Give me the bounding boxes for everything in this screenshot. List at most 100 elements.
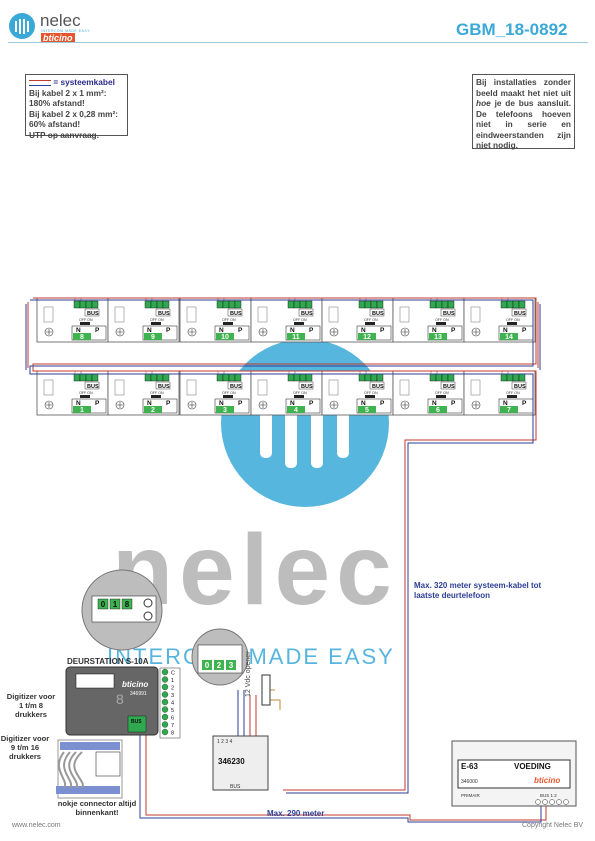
digitizer-boards bbox=[56, 739, 123, 799]
terminal-screw bbox=[150, 300, 158, 309]
bus-note: Bij installaties zonder beeld maakt het … bbox=[472, 74, 575, 150]
number-cell bbox=[216, 406, 234, 413]
p-label: P bbox=[309, 327, 314, 334]
door-terminal-label: 7 bbox=[171, 723, 174, 729]
terminal-screw bbox=[162, 300, 170, 309]
terminal-screw bbox=[234, 300, 242, 309]
bus-label-box bbox=[369, 308, 385, 317]
document-code: GBM_18-0892 bbox=[456, 20, 568, 39]
screw-cross-icon bbox=[473, 402, 479, 408]
bus-label: BUS bbox=[158, 384, 170, 390]
p-label: P bbox=[166, 400, 171, 407]
zoom-screw-icon bbox=[143, 611, 153, 621]
screw-cross-icon bbox=[473, 329, 479, 335]
bus-label-box bbox=[440, 381, 456, 390]
n-label: N bbox=[219, 400, 224, 407]
number-cell bbox=[429, 406, 447, 413]
bus-label: BUS bbox=[514, 311, 526, 317]
screw-cross-icon bbox=[189, 329, 195, 335]
terminal-screw bbox=[447, 300, 455, 309]
door-terminal bbox=[161, 683, 169, 691]
door-terminal bbox=[161, 728, 169, 736]
dip-switch bbox=[365, 322, 375, 325]
door-station-title: DEURSTATION S-10A bbox=[67, 657, 149, 666]
digitizer-wire bbox=[63, 751, 73, 789]
supply-label-panel bbox=[457, 759, 571, 789]
terminal-screw bbox=[435, 300, 443, 309]
handset bbox=[114, 306, 125, 323]
door-station-part: 346991 bbox=[130, 691, 147, 697]
terminal-screw bbox=[500, 300, 508, 309]
n-label: N bbox=[503, 327, 508, 334]
note-line: 180% afstand! bbox=[29, 98, 85, 108]
note-line: UTP op aanvraag. bbox=[29, 129, 99, 140]
bus-label-box bbox=[369, 381, 385, 390]
screw-cross-icon bbox=[189, 402, 195, 408]
bus-label: BUS bbox=[87, 384, 99, 390]
number-cell bbox=[358, 333, 376, 340]
supply-primair: PRIMAIR bbox=[461, 793, 481, 798]
terminal-strip bbox=[159, 667, 181, 739]
digitizer-chip bbox=[95, 751, 121, 777]
number-cell bbox=[73, 333, 91, 340]
handset bbox=[186, 306, 197, 323]
dip-switch bbox=[294, 322, 304, 325]
terminal-screw bbox=[144, 300, 152, 309]
terminal-screw bbox=[293, 373, 301, 382]
switch-label: OFF ON bbox=[506, 318, 520, 322]
bus-label: BUS bbox=[230, 311, 242, 317]
door-bus-label: BUS bbox=[131, 719, 142, 725]
switch-label: OFF ON bbox=[222, 391, 236, 395]
digit-value: 8 bbox=[125, 600, 130, 609]
module-terminal-label: 1 2 3 4 bbox=[217, 739, 233, 745]
brand-name: nelec bbox=[40, 11, 81, 30]
bus-label-box bbox=[511, 381, 527, 390]
digit-cell bbox=[97, 598, 109, 610]
phone-number: 7 bbox=[507, 407, 511, 414]
terminal-screw bbox=[299, 300, 307, 309]
nokje-label: nokje connector altijd binnenkant! bbox=[57, 799, 137, 817]
bus-label: BUS bbox=[301, 311, 313, 317]
handset bbox=[328, 306, 339, 323]
terminal-screw bbox=[216, 300, 224, 309]
handset bbox=[186, 379, 197, 396]
handset bbox=[399, 306, 410, 323]
terminal-screw bbox=[305, 373, 313, 382]
digit-value: 0 bbox=[101, 600, 106, 609]
legend-title: = systeemkabel bbox=[53, 77, 115, 87]
door-terminal-label: 1 bbox=[171, 678, 174, 684]
phone-number: 11 bbox=[292, 334, 300, 341]
handset bbox=[257, 379, 268, 396]
supply-title: VOEDING bbox=[514, 762, 551, 771]
door-terminal-label: 3 bbox=[171, 693, 174, 699]
brand-tagline-small: INTERCOM MADE EASY bbox=[41, 29, 91, 33]
terminal-screw bbox=[156, 300, 164, 309]
door-terminal bbox=[161, 676, 169, 683]
bus-label-box bbox=[155, 308, 171, 317]
terminal-screw bbox=[287, 373, 295, 382]
door-bus-terminal bbox=[127, 715, 147, 733]
bus-label: BUS bbox=[443, 384, 455, 390]
dip-switch bbox=[507, 322, 517, 325]
dip-switch bbox=[436, 395, 446, 398]
bus-wires bbox=[25, 297, 547, 823]
ribbon-cable bbox=[60, 742, 120, 750]
screw-cross-icon bbox=[46, 402, 52, 408]
p-label: P bbox=[238, 400, 243, 407]
door-terminal bbox=[161, 668, 169, 676]
supply-terminal bbox=[556, 799, 562, 805]
opener-label: 12 Vdc opener bbox=[245, 651, 252, 697]
terminal-screw bbox=[287, 300, 295, 309]
door-terminal-label: 6 bbox=[171, 716, 174, 722]
footer-website: www.nelec.com bbox=[12, 822, 61, 829]
terminal-screw bbox=[370, 373, 378, 382]
dip-switch bbox=[223, 322, 233, 325]
door-terminal-label: 5 bbox=[171, 708, 174, 714]
bus-wire bbox=[237, 690, 245, 736]
